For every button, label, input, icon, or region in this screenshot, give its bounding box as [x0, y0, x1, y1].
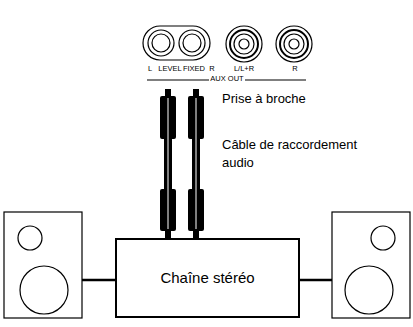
jack [152, 34, 170, 52]
jack [284, 34, 304, 54]
jack [239, 39, 249, 49]
jack [289, 39, 299, 49]
jack-label: L/L+R [233, 65, 255, 73]
jack-label: LEVEL [157, 65, 182, 73]
jack-panel [143, 26, 210, 60]
node-label: Chaîne stéréo [160, 269, 254, 287]
jack [148, 30, 174, 56]
audio-cable [160, 89, 204, 238]
speaker [332, 212, 410, 318]
jack [280, 30, 308, 58]
jack-label: L [147, 65, 153, 73]
part-name: Prise à broche [222, 90, 306, 108]
jack [276, 26, 312, 62]
part-name: Câble de raccordement audio [222, 136, 382, 172]
jack [179, 30, 205, 56]
jack [183, 34, 201, 52]
process-box: Chaîne stéréo [115, 238, 300, 318]
jack-label: AUX OUT [209, 75, 244, 83]
jack-label: R [291, 65, 298, 73]
jack [234, 34, 254, 54]
jack-label: FIXED [182, 65, 206, 73]
speaker-wire [82, 279, 116, 282]
jack [230, 30, 258, 58]
speaker-wire [300, 279, 332, 282]
jack [226, 26, 262, 62]
speaker [4, 212, 82, 318]
jack-label: R [208, 65, 215, 73]
